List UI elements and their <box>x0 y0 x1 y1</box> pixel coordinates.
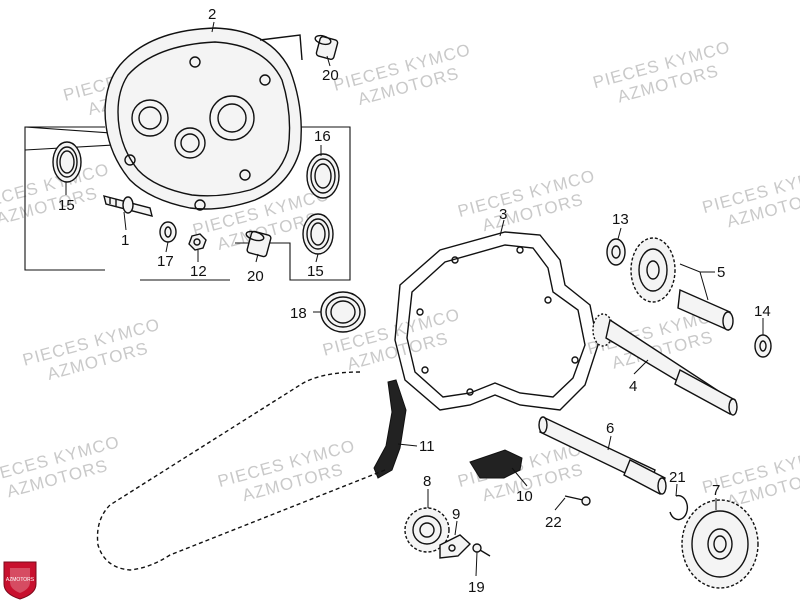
callout-10: 10 <box>516 488 533 505</box>
callout-20-top: 20 <box>322 67 339 84</box>
callout-18: 17 <box>157 253 174 270</box>
callout-12: 12 <box>190 263 207 280</box>
callout-2: 2 <box>208 6 216 23</box>
callout-1: 1 <box>121 232 129 249</box>
part-20-sleeve-top <box>314 34 339 61</box>
part-14-washer <box>754 334 772 358</box>
callout-8: 8 <box>423 473 431 490</box>
callout-15-right: 15 <box>307 263 324 280</box>
callout-21: 21 <box>669 469 686 486</box>
callout-7: 7 <box>712 482 720 499</box>
callout-14: 14 <box>754 303 771 320</box>
callout-9: 9 <box>452 506 460 523</box>
part-11-chain <box>373 379 407 479</box>
drive-belt-outline <box>96 371 386 571</box>
callout-20-bottom: 20 <box>247 268 264 285</box>
part-6-final-shaft <box>538 416 667 496</box>
callout-22: 22 <box>545 514 562 531</box>
part-16-bearing <box>306 153 340 199</box>
part-18-washer <box>159 221 177 243</box>
callout-4: 4 <box>629 378 637 395</box>
callout-labels: 2 20 16 15 1 17 12 15 20 18 3 13 5 14 4 … <box>58 6 771 596</box>
part-7-final-gear <box>681 499 759 589</box>
part-8-sprocket <box>404 507 450 553</box>
part-19-bolt <box>472 543 491 557</box>
leader-lines <box>65 21 764 577</box>
callout-6: 6 <box>606 420 614 437</box>
callout-13: 13 <box>612 211 629 228</box>
part-12-nut <box>188 233 207 251</box>
callout-11: 11 <box>419 438 435 455</box>
logo-text: AZMOTORS <box>6 577 35 583</box>
part-15-bearing-left <box>52 141 82 183</box>
part-20-sleeve-bottom <box>245 230 272 258</box>
azmotors-logo: AZMOTORS <box>3 561 37 600</box>
part-13-washer <box>606 238 626 266</box>
part-15-bearing-right <box>302 213 334 255</box>
part-3-gasket <box>394 231 599 411</box>
part-1-stud-bolt <box>103 195 153 217</box>
callout-17: 18 <box>290 305 307 322</box>
part-10-chain-guide <box>469 449 523 479</box>
part-5-gear-shaft <box>630 237 734 332</box>
callout-16: 16 <box>314 128 331 145</box>
callout-19: 19 <box>468 579 485 596</box>
part-4-drive-shaft <box>592 313 738 416</box>
part-2-transmission-cover <box>104 27 303 211</box>
part-17-oil-seal <box>320 291 366 333</box>
part-21-circlip <box>669 494 689 521</box>
callout-3: 3 <box>499 206 507 223</box>
callout-15-left: 15 <box>58 197 75 214</box>
callout-5: 5 <box>717 264 725 281</box>
part-9-lock-plate <box>439 534 472 559</box>
part-22-bolt <box>564 495 591 506</box>
